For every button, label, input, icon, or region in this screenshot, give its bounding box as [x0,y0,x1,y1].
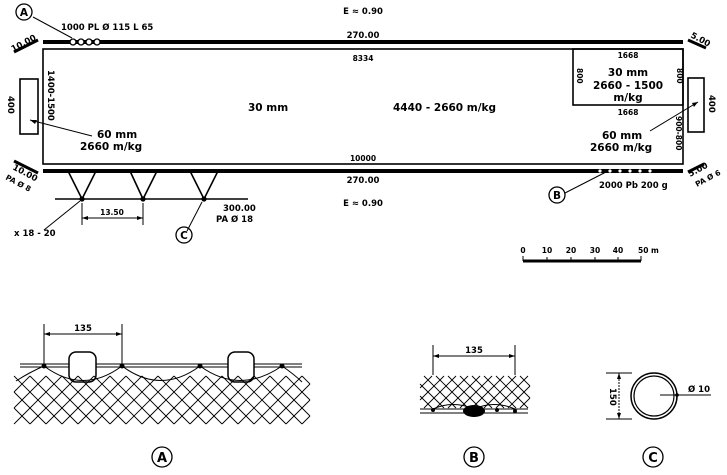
callout-C-circle [175,226,193,244]
lead-sinker [463,405,485,417]
left-depth: 1400-1500 [45,70,55,121]
detail-A-label: A [157,451,167,466]
sinker-spec: 2000 Pb 200 g [599,181,668,191]
left-top-end-length: 10.00 [10,33,39,54]
netting [419,375,531,409]
callout-C-leader [186,201,203,232]
callout-B-label: B [553,190,561,202]
scale-tick-label-last: 50 m [638,246,659,255]
top-hanging-ratio: E ≈ 0.90 [343,7,383,17]
bridle-spacing-dimension [81,203,144,225]
float-line-spec: 1000 PL Ø 115 L 65 [61,22,153,33]
net-body [42,48,684,165]
right-selvedge-mesh: 60 mm [602,130,642,142]
bottom-rope-length: 270.00 [347,176,380,186]
detail-A-circle [151,446,173,468]
left-selvedge-width: 400 [5,96,15,114]
callout-B-circle [548,186,566,204]
callout-A-leader [32,16,73,39]
right-selvedge [687,77,705,133]
float-markers [69,38,101,46]
detail-C-diameter: Ø 10 [688,384,710,395]
net-plan: A B C 1000 PL Ø 115 L 65 E ≈ 0.90 270.00… [4,3,722,244]
bunt-bottom-length: 1668 [618,108,639,117]
bunt-top-length: 1668 [618,51,639,60]
ring-count: x 18 - 20 [14,229,56,239]
detail-B-spacing: 135 [465,346,483,356]
purse-ring [79,196,85,202]
right-depth: 900-800 [674,116,683,150]
right-top-end-rope [687,38,707,50]
float [227,351,255,383]
right-selvedge-width: 400 [706,95,716,113]
bridles [67,170,219,202]
callout-A-label: A [20,7,29,19]
bunt-twine-unit: m/kg [613,92,642,104]
bunt-right-depth: 800 [675,68,684,84]
main-twine-range: 4440 - 2660 m/kg [393,102,496,114]
left-selvedge-mesh: 60 mm [97,129,137,141]
bottom-inner-length: 10000 [350,154,376,163]
main-mesh-size: 30 mm [248,102,288,114]
sinker-markers [598,169,652,173]
detail-A: 135 A [13,324,311,468]
scale-bar: 0 10 20 30 40 50 m [520,246,659,263]
top-rope-length: 270.00 [347,31,380,41]
left-selvedge-leader [29,119,93,137]
purse-ring-inner [633,375,675,417]
detail-C-circle [642,446,664,468]
scale-tick-label: 10 [542,246,552,255]
detail-B-label: B [469,451,479,466]
detail-A-spacing: 135 [74,324,92,334]
detail-C: 150 Ø 10 C [606,372,711,468]
bridle-spacing: 13.50 [100,208,124,217]
top-inner-length: 8334 [353,54,374,63]
purse-ring [201,196,207,202]
left-top-end-rope [13,38,39,54]
right-selvedge-twine: 2660 m/kg [590,142,652,154]
callout-B-leader [564,171,607,194]
callout-A-circle [15,3,33,21]
scale-tick-label: 30 [590,246,600,255]
left-selvedge [19,78,39,135]
purse-ring [140,196,146,202]
bunt-mesh-size: 30 mm [608,67,648,79]
purse-line-material: PA Ø 18 [216,214,253,225]
bunt-twine-range: 2660 - 1500 [593,80,663,92]
ring-leader [43,200,81,231]
netting [13,375,311,425]
bunt-section [572,48,684,106]
bottom-hanging-ratio: E ≈ 0.90 [343,199,383,209]
detail-C-height: 150 [607,388,617,406]
bunt-left-depth: 800 [575,68,584,84]
purse-ring-outer [630,372,678,420]
scale-tick-label: 20 [566,246,576,255]
scale-tick-label: 0 [520,246,525,255]
detail-B: 135 B [419,345,531,468]
right-bottom-end-rope [687,162,705,174]
callout-C-label: C [180,230,188,242]
left-bottom-end-rope [13,159,39,175]
scale-tick-label: 40 [613,246,623,255]
detail-C-label: C [648,451,658,466]
float [68,351,97,383]
purse-line-length: 300.00 [223,204,256,214]
detail-B-circle [463,446,485,468]
right-selvedge-leader [649,101,699,132]
left-selvedge-twine: 2660 m/kg [80,141,142,153]
